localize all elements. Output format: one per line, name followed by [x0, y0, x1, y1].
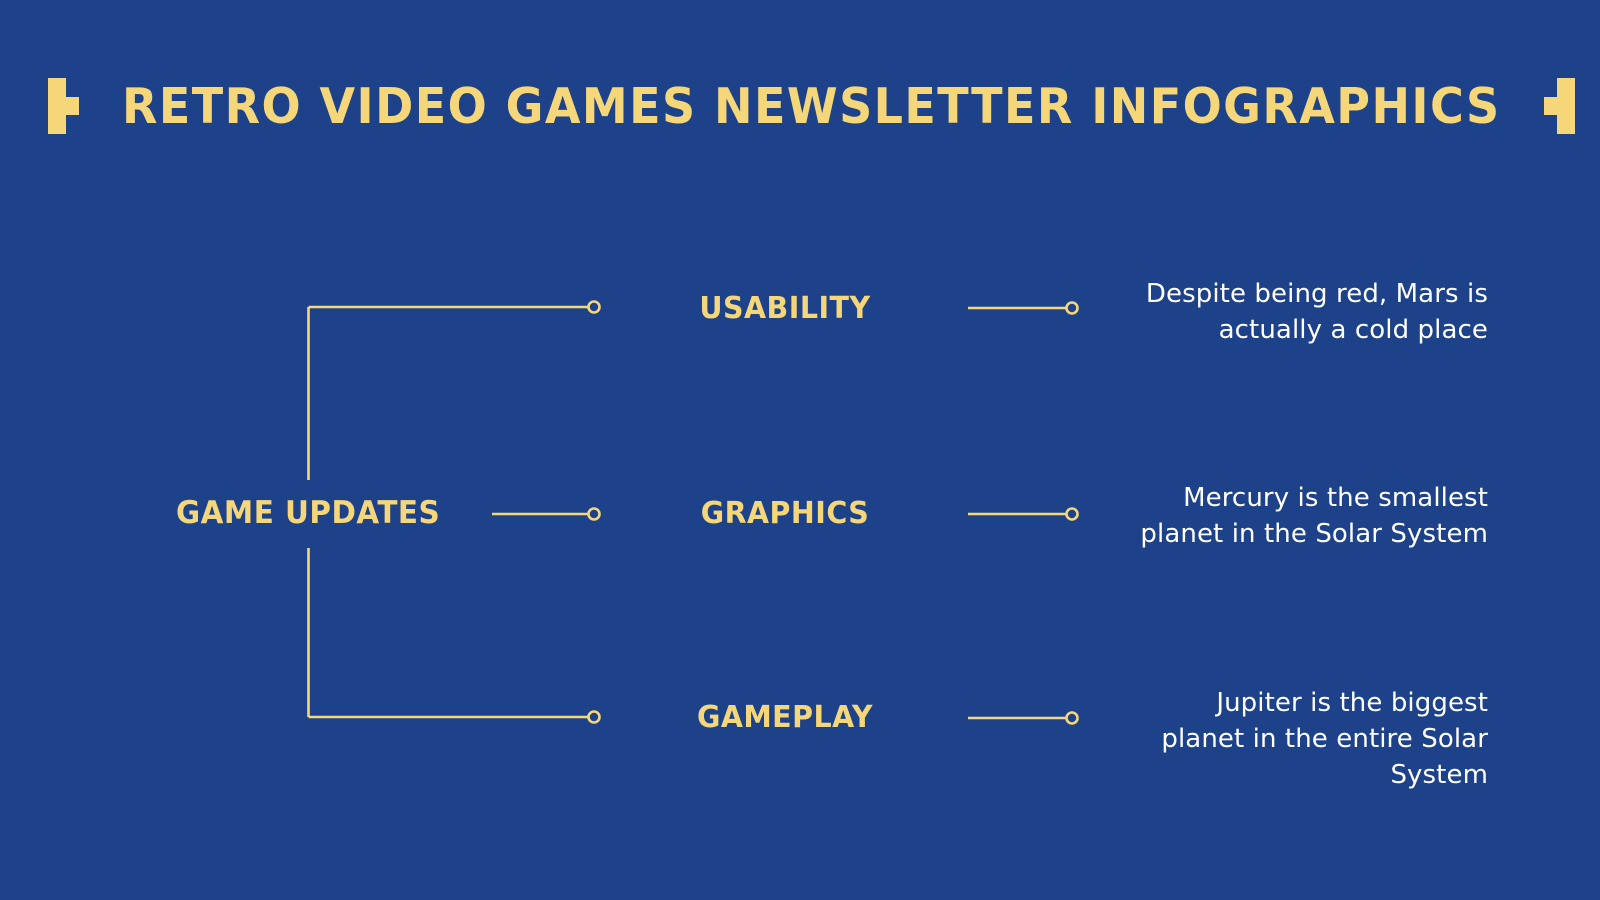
node-dot-usability	[587, 300, 601, 314]
node-label-game-updates[interactable]: GAME UPDATES	[176, 495, 441, 531]
description-gameplay: Jupiter is the biggest planet in the ent…	[1161, 688, 1488, 790]
node-label-usability[interactable]: USABILITY	[699, 291, 871, 326]
bracket-left-icon	[48, 78, 79, 134]
desc-dot-1	[1065, 301, 1079, 315]
node-dot-gameplay	[587, 710, 601, 724]
description-graphics: Mercury is the smallest planet in the So…	[1140, 483, 1488, 549]
node-label-graphics[interactable]: GRAPHICS	[700, 496, 870, 531]
description-usability: Despite being red, Mars is actually a co…	[1145, 279, 1488, 345]
node-label-gameplay[interactable]: GAMEPLAY	[696, 700, 874, 735]
page-title: RETRO VIDEO GAMES NEWSLETTER INFOGRAPHIC…	[121, 77, 1501, 135]
node-dot-graphics	[587, 507, 601, 521]
desc-dot-2	[1065, 507, 1079, 521]
bracket-right-icon	[1543, 78, 1575, 134]
desc-dot-3	[1065, 711, 1079, 725]
slide-header: RETRO VIDEO GAMES NEWSLETTER INFOGRAPHIC…	[0, 72, 1600, 140]
